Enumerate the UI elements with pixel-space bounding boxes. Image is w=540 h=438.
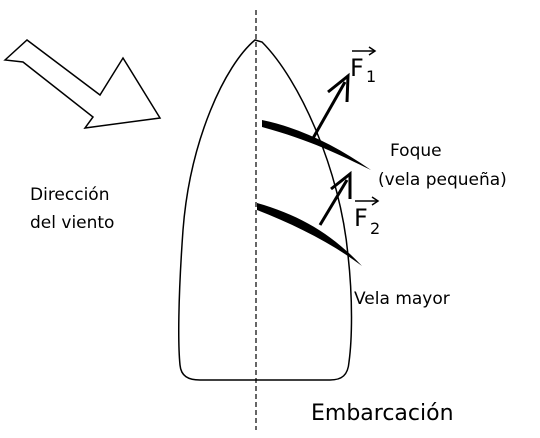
force-f2-arrow	[318, 179, 349, 226]
force-f2-label: F 2	[354, 196, 380, 238]
boat-label: Embarcación	[311, 401, 454, 426]
force-f1-subscript: 1	[366, 67, 376, 86]
force-f1-label: F 1	[350, 46, 377, 86]
jib-label-line1: Foque	[390, 141, 442, 161]
mainsail	[257, 203, 362, 266]
wind-label-line2: del viento	[30, 213, 114, 233]
boat-hull	[178, 39, 353, 381]
force-f2-arrowhead	[330, 170, 352, 199]
force-f2-subscript: 2	[370, 219, 380, 238]
wind-label-line1: Dirección	[30, 185, 109, 205]
jib-label-line2: (vela pequeña)	[378, 170, 507, 190]
vector-bar-f2-head	[371, 196, 380, 206]
force-f1-arrowhead	[327, 72, 350, 103]
force-f2-letter: F	[354, 204, 368, 232]
vector-bar-f1-head	[368, 46, 377, 56]
jib-sail	[262, 120, 371, 170]
force-f1-arrow	[310, 81, 347, 141]
mainsail-label: Vela mayor	[354, 289, 450, 309]
force-f1-letter: F	[350, 54, 364, 82]
wind-arrow	[3, 39, 162, 129]
